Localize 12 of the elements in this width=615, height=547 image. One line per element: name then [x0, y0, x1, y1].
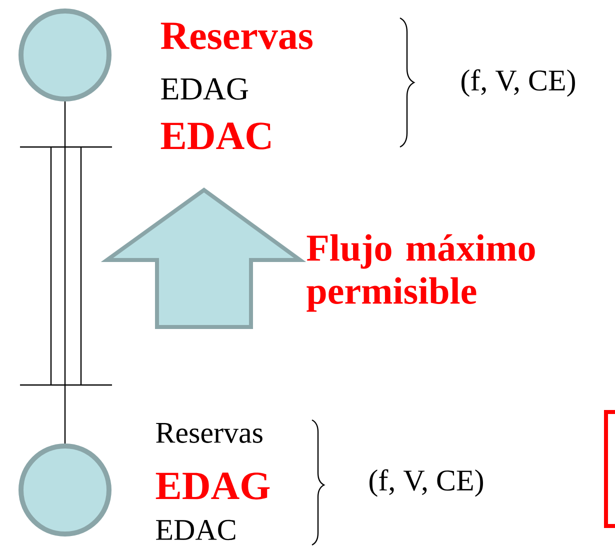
label-text: EDAC	[160, 122, 270, 150]
parameter-text: (f, V, CE)	[370, 469, 483, 497]
flow-label: Flujo máximo permisible	[306, 234, 535, 312]
label-text: Reservas	[160, 22, 312, 50]
bus-circle	[18, 8, 112, 102]
label-text: EDAG	[156, 472, 270, 500]
parameter-text: (f, V, CE)	[462, 69, 575, 97]
label-text: EDAG	[161, 78, 248, 100]
line-conductor	[64, 102, 66, 444]
label-text: Reservas	[156, 423, 262, 443]
bus-circle	[18, 444, 112, 536]
label-text: EDAC	[156, 520, 236, 540]
